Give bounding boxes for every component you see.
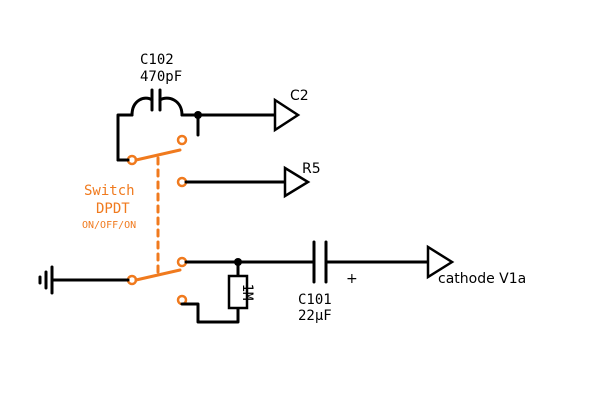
switch-top-contact-a [176,134,188,146]
r5-output-arrow [283,165,311,199]
c102-lead-left [130,96,154,117]
c101-plus-label: + [346,271,358,287]
c102-ref-label: C102 [140,52,174,68]
c2-label: C2 [290,88,309,104]
c101-value-label: 22µF [298,308,332,324]
switch-bottom-pole [126,256,188,306]
c102-capacitor [116,88,184,162]
switch-top-pole [126,134,188,188]
switch-top-blade [134,148,182,162]
resistor-1m [227,274,249,310]
wire-switch-b-to-resistor [180,302,240,324]
resistor-label: 1M [239,284,255,301]
switch-title-label: Switch [84,183,135,199]
c101-ref-label: C101 [298,292,332,308]
c102-value-label: 470pF [140,69,182,85]
r5-label: R5 [302,161,321,177]
cathode-output-arrow [426,244,455,280]
cathode-label: cathode V1a [438,271,526,287]
wire-c102-left [116,113,134,162]
c2-output-arrow [273,97,301,133]
ground-symbol [38,265,54,295]
switch-bottom-blade [134,268,182,282]
switch-mode-label: ON/OFF/ON [82,220,136,231]
switch-type-label: DPDT [96,201,130,217]
c102-lead-right [158,96,184,117]
